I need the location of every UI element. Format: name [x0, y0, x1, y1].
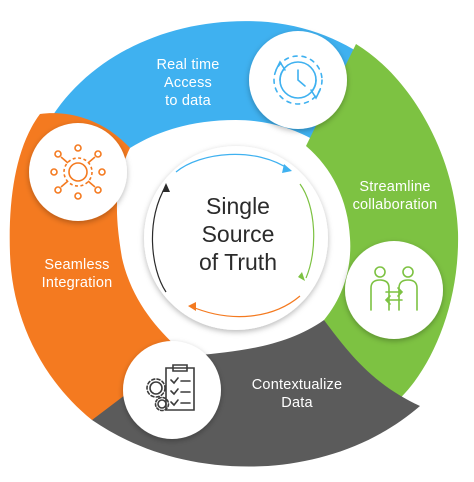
label-contextualize-line-1: Contextualize	[251, 377, 343, 393]
people-exchange-icon	[370, 266, 418, 311]
label-contextualize-line-2: Data	[281, 395, 313, 411]
label-seamless-line-2: Integration	[41, 275, 113, 291]
label-contextualize: Contextualize Data	[232, 376, 362, 412]
label-realtime-line-1: Real time	[156, 57, 220, 73]
clock-sync-icon	[273, 55, 323, 105]
arrow-head-green	[298, 272, 305, 281]
center-title-line-1: Single	[206, 193, 270, 219]
center-title-line-2: Source	[201, 221, 275, 247]
center-title-line-3: of Truth	[199, 249, 277, 275]
label-seamless-line-1: Seamless	[44, 257, 110, 273]
arrow-arc-orange	[189, 295, 301, 318]
inner-arrow-heads	[162, 164, 305, 311]
label-streamline-line-1: Streamline	[359, 179, 431, 195]
label-realtime-line-3: to data	[165, 93, 211, 109]
arrow-arc-blue	[175, 153, 291, 173]
label-realtime-line-2: Access	[164, 75, 212, 91]
label-seamless: Seamless Integration	[22, 256, 132, 292]
arrow-arc-green	[299, 183, 315, 279]
icon-bubble-realtime	[249, 31, 347, 129]
checklist-gears-icon	[146, 364, 195, 412]
label-realtime: Real time Access to data	[138, 56, 238, 110]
arrow-head-blue	[282, 164, 292, 173]
inner-cycle-arrows	[151, 153, 315, 318]
center-circle	[144, 146, 328, 330]
icon-bubble-contextualize	[123, 341, 221, 439]
label-streamline-line-2: collaboration	[352, 197, 438, 213]
icon-bubble-seamless	[29, 123, 127, 221]
arrow-arc-dark	[151, 185, 167, 293]
arrow-head-orange	[188, 302, 196, 311]
label-streamline: Streamline collaboration	[334, 178, 456, 214]
arrow-head-dark	[162, 183, 170, 192]
gear-network-icon	[50, 144, 106, 200]
icon-bubble-streamline	[345, 241, 443, 339]
center-title: Single Source of Truth	[170, 192, 306, 276]
